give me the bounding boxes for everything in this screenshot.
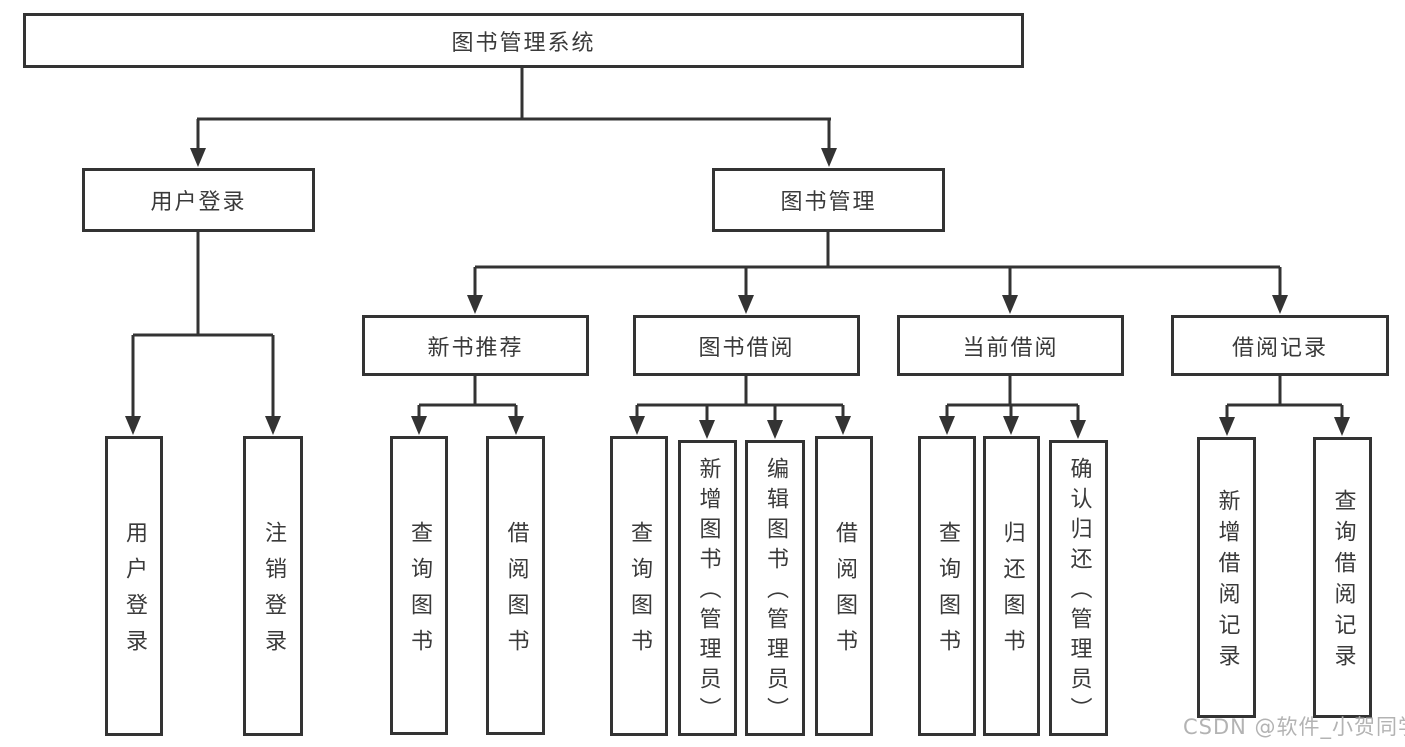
csdn-watermark: CSDN @软件_小贺同学	[1183, 715, 1405, 739]
node-label: 当前借阅	[962, 335, 1059, 361]
node-new-book-recommend: 新书推荐	[362, 315, 589, 376]
node-label: 注销登录	[261, 521, 286, 665]
node-user-login: 用户登录	[82, 168, 315, 232]
leaf-current-confirm-return-admin: 确认归还（管理员）	[1049, 440, 1108, 736]
leaf-borrowing-query-books: 查询图书	[610, 436, 668, 736]
leaf-recommend-query-books: 查询图书	[390, 436, 448, 735]
node-label: 新增借阅记录	[1214, 489, 1240, 675]
leaf-logout-login: 注销登录	[243, 436, 303, 736]
node-label: 编辑图书（管理员）	[763, 457, 788, 727]
node-label: 图书管理系统	[451, 30, 596, 56]
node-label: 查询图书	[935, 521, 960, 665]
node-label: 用户登录	[150, 190, 247, 215]
node-label: 确认归还（管理员）	[1066, 457, 1092, 727]
node-label: 新增图书（管理员）	[695, 457, 721, 727]
node-label: 借阅记录	[1231, 335, 1328, 361]
node-label: 查询图书	[407, 520, 432, 665]
leaf-current-return-books: 归还图书	[983, 436, 1040, 736]
leaf-borrowing-edit-books-admin: 编辑图书（管理员）	[745, 440, 805, 736]
leaf-records-add-record: 新增借阅记录	[1197, 437, 1256, 718]
node-label: 图书借阅	[698, 335, 795, 361]
node-borrow-records: 借阅记录	[1171, 315, 1389, 376]
leaf-records-query-record: 查询借阅记录	[1313, 437, 1372, 718]
leaf-recommend-borrow-books: 借阅图书	[486, 436, 545, 735]
leaf-user-login: 用户登录	[105, 436, 163, 736]
node-label: 借阅图书	[503, 520, 529, 665]
node-label: 查询借阅记录	[1330, 489, 1356, 675]
node-label: 用户登录	[122, 521, 147, 665]
node-label: 借阅图书	[832, 521, 857, 665]
node-library-system: 图书管理系统	[23, 13, 1024, 68]
leaf-borrowing-add-books-admin: 新增图书（管理员）	[678, 440, 737, 736]
leaf-current-query-books: 查询图书	[918, 436, 976, 736]
node-book-management: 图书管理	[712, 168, 945, 232]
node-label: 图书管理	[780, 190, 877, 215]
node-book-borrowing: 图书借阅	[633, 315, 860, 376]
node-current-borrowing: 当前借阅	[897, 315, 1124, 376]
node-label: 查询图书	[627, 521, 652, 665]
node-label: 归还图书	[999, 521, 1025, 665]
leaf-borrowing-borrow-books: 借阅图书	[815, 436, 873, 736]
node-label: 新书推荐	[427, 335, 524, 361]
